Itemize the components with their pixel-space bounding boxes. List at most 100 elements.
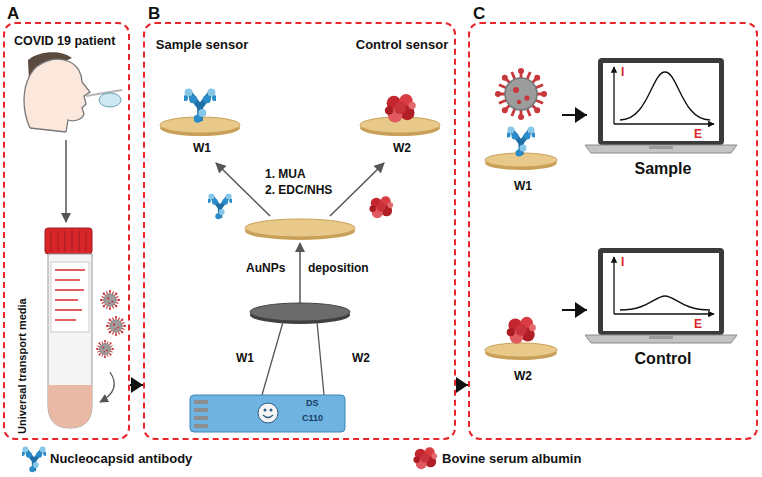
drawing-part (21, 447, 48, 473)
drawing-part (99, 93, 121, 107)
label-text: AuNPs (246, 262, 285, 276)
drawing-part (263, 415, 273, 418)
laptop-node: I E Control (587, 247, 739, 372)
sensor-node: Sample sensorW1 (147, 34, 257, 160)
panel-letter: A (7, 4, 19, 24)
drawing-part (369, 196, 393, 218)
label-text: W2 (352, 352, 370, 366)
sensor-node: Control sensorW2 (347, 34, 457, 160)
drawing-part (48, 385, 92, 428)
drawing-part (55, 270, 85, 320)
node-text: Control (635, 350, 692, 368)
node-text: Control sensor (356, 38, 448, 53)
node-text: I (621, 256, 624, 268)
drawing-part (245, 219, 355, 237)
drawing-part (506, 127, 537, 157)
label-text: C110 (302, 413, 323, 423)
detection-illustration (485, 58, 737, 360)
drawing-part (24, 59, 90, 132)
node-text: E (694, 318, 702, 330)
node-text: E (694, 128, 702, 140)
drawing-part (65, 231, 66, 251)
label-text: 1. MUA (265, 168, 306, 182)
drawing-part (100, 290, 120, 310)
node-text: Sample sensor (156, 38, 249, 53)
drawing-part (262, 322, 283, 395)
drawing-part (413, 447, 437, 469)
drawing-part (96, 340, 114, 358)
drawing-part (585, 248, 737, 343)
panel-letter: C (473, 4, 485, 24)
drawing-part (194, 408, 208, 412)
drawing-part (48, 254, 92, 428)
flow-arrow (562, 309, 587, 311)
drawing-part (194, 416, 208, 420)
drawing-part (264, 409, 267, 412)
sensor-node: W2 (484, 247, 562, 387)
drawing-part (620, 72, 710, 120)
node-text: I (621, 66, 624, 78)
drawing-part (79, 231, 80, 251)
drawing-part (106, 316, 126, 336)
drawing-part (55, 269, 85, 271)
panel: BSample sensorW1Control sensorW2 (143, 22, 456, 440)
label-text: deposition (308, 262, 369, 276)
drawing-part (194, 424, 208, 428)
drawing-part (385, 94, 416, 123)
legend-text: Nucleocapsid antibody (50, 451, 192, 466)
label-text: W1 (236, 352, 254, 366)
drawing-part (55, 309, 82, 311)
drawing-part (585, 58, 737, 153)
drawing-part (86, 231, 87, 251)
drawing-part (190, 395, 345, 432)
label-text: 2. EDC/NHS (265, 184, 332, 198)
drawing-part (58, 231, 59, 251)
sensor-node: W1 (484, 57, 562, 197)
label-text: DS (306, 398, 319, 408)
flow-arrow (562, 114, 587, 116)
panel: ACOVID 19 patientUniversal transport med… (3, 22, 130, 440)
drawing-part (258, 403, 278, 423)
drawing-part (51, 262, 89, 332)
drawing-part (194, 400, 208, 428)
drawing-part (55, 289, 84, 291)
transport-tube (45, 228, 126, 428)
sensor-discs (160, 88, 440, 324)
drawing-part (620, 296, 710, 310)
drawing-part (495, 68, 547, 120)
flow-arrow (456, 384, 468, 386)
drawing-part (55, 319, 76, 321)
drawing-part (30, 128, 66, 132)
drawing-part (613, 67, 614, 124)
drawing-part (51, 231, 52, 251)
legend-text: Bovine serum albumin (442, 451, 581, 466)
drawing-part (100, 372, 114, 402)
panel: CW1IESampleW2IEControl (468, 22, 758, 440)
drawing-part (182, 88, 217, 122)
drawing-part (317, 322, 324, 395)
drawing-part (51, 231, 86, 251)
drawing-part (72, 231, 73, 251)
screen-printed-electrode (190, 322, 345, 432)
node-text: COVID 19 patient (14, 34, 115, 48)
drawing-part (65, 140, 67, 222)
legend-icons (21, 447, 437, 473)
node-text: W1 (193, 142, 211, 156)
drawing-part (270, 409, 273, 412)
patient-illustration (24, 52, 122, 222)
drawing-part (250, 303, 350, 321)
drawing-part (614, 313, 714, 314)
node-text: W1 (514, 180, 532, 194)
drawing-part (299, 243, 301, 303)
flow-arrow (130, 384, 143, 386)
node-text: Universal transport media (16, 298, 29, 434)
drawing-part (614, 123, 714, 124)
drawing-part (507, 317, 536, 344)
drawing-part (194, 400, 208, 404)
drawing-part (55, 279, 80, 281)
laptop-node: IESample (587, 57, 739, 182)
node-text: W2 (393, 142, 411, 156)
